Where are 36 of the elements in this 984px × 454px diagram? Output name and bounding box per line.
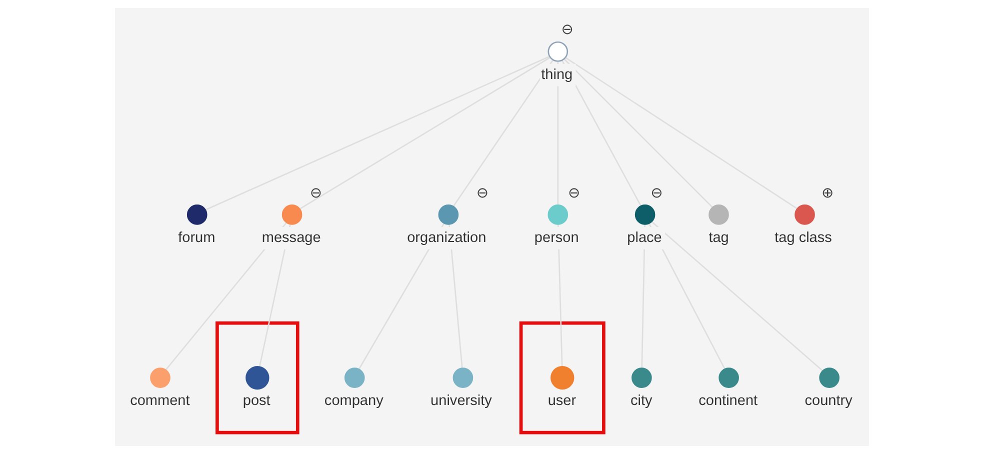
node-circle <box>246 366 270 390</box>
connector <box>564 58 713 208</box>
node-label: post <box>242 393 270 410</box>
node-label: continent <box>698 393 758 410</box>
node-label: forum <box>178 230 216 246</box>
node-circle <box>550 366 574 390</box>
node-label: city <box>630 393 652 410</box>
node-label: ⊖ <box>476 185 489 202</box>
connector <box>299 56 551 210</box>
node-circle <box>452 368 474 388</box>
cluster <box>519 321 606 434</box>
node-circle <box>718 368 739 388</box>
node-label: ⊖ <box>568 185 580 202</box>
node-label: university <box>430 393 492 410</box>
connector <box>205 56 550 210</box>
node-label: tag <box>708 230 729 246</box>
node-label: ⊖ <box>650 185 663 202</box>
node-circle <box>150 368 170 388</box>
connector <box>452 60 554 207</box>
node-circle <box>819 368 840 388</box>
connector <box>565 57 798 210</box>
node-circle <box>794 204 815 225</box>
node-circle <box>186 204 208 225</box>
node-circle <box>344 368 365 388</box>
node-circle <box>632 368 652 388</box>
node-label: comment <box>130 393 190 410</box>
node-label: ⊖ <box>310 185 322 202</box>
node-label: ⊖ <box>561 22 574 38</box>
node-label: country <box>804 393 852 410</box>
node-label: ⊕ <box>822 185 834 202</box>
cluster <box>216 321 300 434</box>
node-label: company <box>324 393 384 410</box>
node-circle <box>708 204 729 225</box>
node-label: user <box>548 393 576 410</box>
connector <box>652 221 824 372</box>
node-label: tag class <box>774 230 832 246</box>
